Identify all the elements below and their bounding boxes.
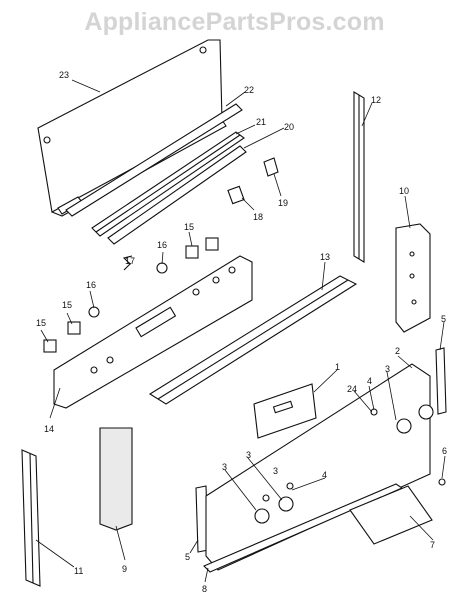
callout-labels: 23 22 21 20 19 18 12 10 13 1 2 3 4 24 5 … [36,70,447,594]
callout-17[interactable]: 17 [125,256,135,266]
callout-3c[interactable]: 3 [246,450,251,460]
callout-15b[interactable]: 15 [62,300,72,310]
part-19-clip[interactable] [263,157,279,177]
callout-15c[interactable]: 15 [184,222,194,232]
part-6-screw[interactable] [438,478,446,486]
part-20-rod[interactable] [107,145,247,245]
callout-3d[interactable]: 3 [273,466,278,476]
part-13-trim-strip[interactable] [148,275,358,405]
watermark: AppliancePartsPros.com [84,8,385,36]
callout-2[interactable]: 2 [395,346,400,356]
callout-5a[interactable]: 5 [441,314,446,324]
callout-7[interactable]: 7 [430,540,435,550]
callout-4b[interactable]: 4 [322,470,327,480]
callout-19[interactable]: 19 [278,198,288,208]
callout-6[interactable]: 6 [442,446,447,456]
callout-8[interactable]: 8 [202,584,207,594]
part-1-clock[interactable] [253,383,317,439]
callout-20[interactable]: 20 [284,122,294,132]
callout-15a[interactable]: 15 [36,318,46,328]
callout-12[interactable]: 12 [371,95,381,105]
callout-18[interactable]: 18 [253,212,263,222]
part-9-glass-panel[interactable] [99,427,133,531]
part-2-backguard-panel[interactable] [205,363,434,571]
callout-11[interactable]: 11 [74,566,83,576]
callout-10[interactable]: 10 [399,186,409,196]
part-11-side-trim[interactable] [21,449,41,587]
part-22-rail[interactable] [65,103,243,217]
part-14-control-panel[interactable] [53,255,253,409]
callout-1[interactable]: 1 [335,362,340,372]
callout-3b[interactable]: 3 [222,462,227,472]
part-12-side-trim[interactable] [353,91,365,263]
callout-24[interactable]: 24 [347,384,357,394]
callout-13[interactable]: 13 [320,252,330,262]
callout-16a[interactable]: 16 [86,280,96,290]
part-17-spring[interactable] [122,255,133,271]
callout-23[interactable]: 23 [59,70,69,80]
part-21-rail[interactable] [91,131,245,237]
part-5-strip[interactable] [195,347,447,553]
callout-9[interactable]: 9 [122,564,127,574]
callout-21[interactable]: 21 [256,117,266,127]
part-10-bracket[interactable] [395,223,431,333]
part-15-knob-cap[interactable] [43,237,219,353]
callout-16b[interactable]: 16 [157,240,167,250]
callout-5b[interactable]: 5 [185,552,190,562]
callout-3a[interactable]: 3 [385,364,390,374]
leader-lines [35,79,446,583]
part-7-overlay[interactable] [349,485,433,545]
callout-22[interactable]: 22 [244,85,254,95]
part-18-connector[interactable] [227,185,245,205]
callout-4a[interactable]: 4 [367,376,372,386]
callout-14[interactable]: 14 [44,424,54,434]
